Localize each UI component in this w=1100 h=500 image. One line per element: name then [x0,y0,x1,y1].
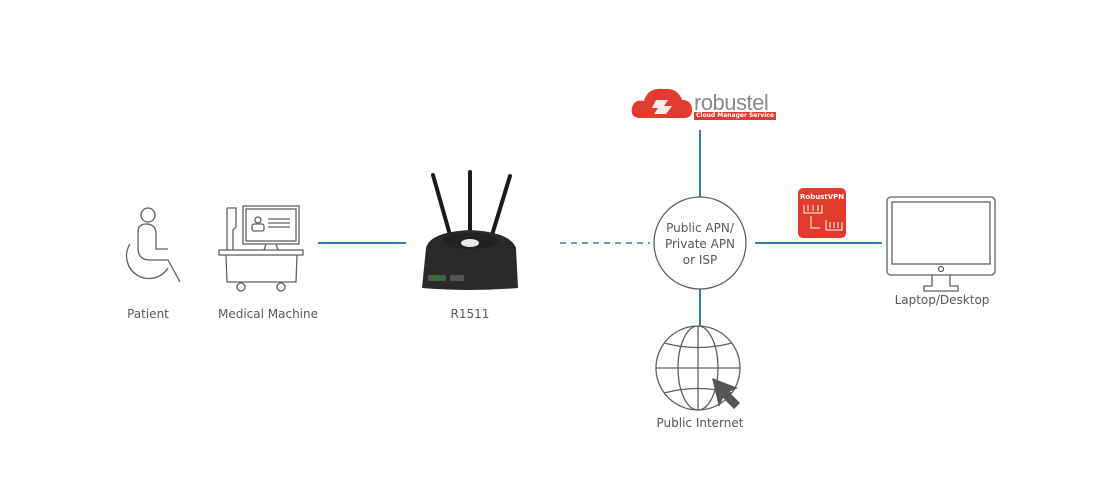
cursor-arrow-icon [712,378,740,409]
cloud-brand-name: robustel [694,90,769,115]
public-internet-globe-icon [655,325,741,411]
network-label: Public APN/ Private APN or ISP [654,220,746,268]
public-internet-label: Public Internet [656,416,744,430]
router-r1511-icon [422,170,518,290]
vpn-label: RobustVPN [800,193,845,201]
laptop-desktop-label: Laptop/Desktop [894,293,990,307]
network-circle [653,196,747,290]
network-label-line: Public APN/ [666,221,734,235]
patient-wheelchair-icon [125,207,181,283]
medical-machine-icon [218,205,304,292]
patient-label: Patient [127,307,169,321]
laptop-desktop-monitor-icon [886,196,996,292]
cloud-manager-icon [631,88,692,118]
robustvpn-badge-icon [798,188,846,238]
cloud-brand-subtitle: Cloud Manager Service [694,112,776,120]
network-label-line: Private APN [664,237,736,251]
network-label-line: or ISP [682,253,718,267]
router-label: R1511 [450,307,490,321]
medical-machine-label: Medical Machine [217,307,319,321]
